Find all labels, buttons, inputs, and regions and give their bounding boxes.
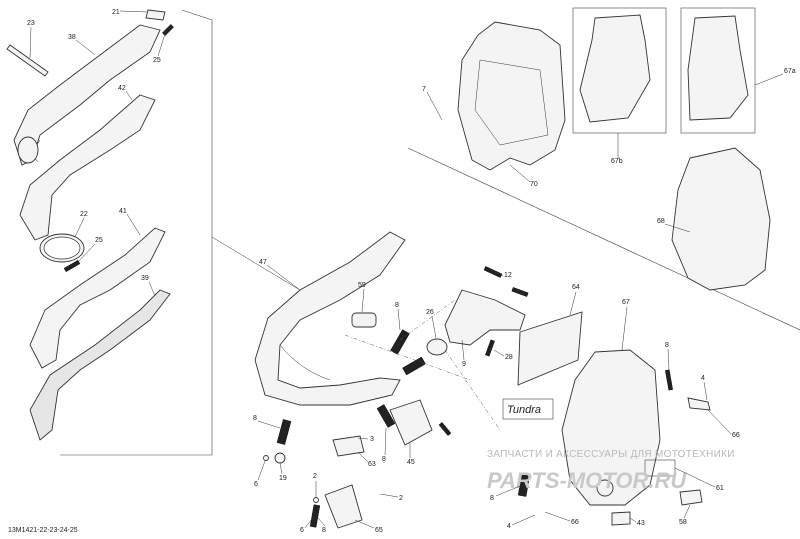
part-41-exhaust-pipe[interactable] (29, 227, 166, 369)
part-43-clip[interactable] (611, 511, 631, 526)
callout-25a[interactable]: 25 (153, 57, 161, 64)
part-19-clip[interactable] (274, 452, 286, 464)
callout-58[interactable]: 58 (679, 519, 687, 526)
part-58-clip[interactable] (679, 489, 703, 506)
callout-47[interactable]: 47 (259, 259, 267, 266)
part-39-exhaust-pipe[interactable] (29, 289, 171, 441)
callout-22[interactable]: 22 (80, 211, 88, 218)
callout-61[interactable]: 61 (716, 485, 724, 492)
part-45-resonator[interactable] (389, 399, 433, 446)
callout-8d[interactable]: 8 (322, 527, 326, 534)
part-66-bracket[interactable] (687, 397, 711, 411)
callout-28[interactable]: 28 (505, 354, 513, 361)
callout-12[interactable]: 12 (504, 272, 512, 279)
callout-2a[interactable]: 2 (313, 473, 317, 480)
right-group-frame (407, 147, 800, 331)
part-67a-insulation[interactable] (687, 15, 749, 121)
watermark-line1: ЗАПЧАСТИ И АКСЕССУАРЫ ДЛЯ МОТОТЕХНИКИ (487, 449, 735, 460)
variant-label-box (502, 398, 554, 420)
callout-26[interactable]: 26 (426, 309, 434, 316)
callout-19[interactable]: 19 (279, 475, 287, 482)
part-42-exhaust-pipe[interactable] (19, 94, 156, 241)
part-25-spring[interactable] (63, 259, 81, 273)
callout-63[interactable]: 63 (368, 461, 376, 468)
callout-3[interactable]: 3 (370, 436, 374, 443)
callouts: 23 38 21 25 42 22 25 41 39 47 59 8 26 12… (27, 9, 796, 534)
part-63-bracket[interactable] (332, 435, 365, 457)
part-21-bracket[interactable] (145, 9, 166, 21)
callout-70[interactable]: 70 (530, 181, 538, 188)
callout-23[interactable]: 23 (27, 20, 35, 27)
part-67b-insulation[interactable] (579, 14, 651, 123)
diagram-code: 13M1421-22-23-24-25 (8, 527, 78, 534)
part-23-rod[interactable] (6, 44, 49, 77)
callout-39[interactable]: 39 (141, 275, 149, 282)
part-26-ring[interactable] (426, 338, 448, 356)
callout-68[interactable]: 68 (657, 218, 665, 225)
callout-8f[interactable]: 8 (490, 495, 494, 502)
callout-7[interactable]: 7 (422, 86, 426, 93)
callout-6a[interactable]: 6 (254, 481, 258, 488)
part-64-heat-shield[interactable] (517, 311, 583, 386)
callout-41[interactable]: 41 (119, 208, 127, 215)
callout-8b[interactable]: 8 (253, 415, 257, 422)
part-59-sleeve[interactable] (351, 312, 377, 328)
part-12-spring[interactable] (483, 266, 503, 278)
callout-38[interactable]: 38 (68, 34, 76, 41)
callout-42[interactable]: 42 (118, 85, 126, 92)
callout-8a[interactable]: 8 (395, 302, 399, 309)
part-8-spring-center[interactable] (390, 329, 410, 355)
callout-59[interactable]: 59 (358, 282, 366, 289)
callout-2b[interactable]: 2 (399, 495, 403, 502)
part-47-exhaust-pipe-assembly[interactable] (254, 231, 406, 406)
watermark-line2: PARTS-MOTOR.RU (487, 468, 687, 493)
callout-67a[interactable]: 67a (784, 68, 796, 75)
part-65-bracket[interactable] (324, 484, 363, 529)
part-67b-frame (572, 7, 667, 134)
callout-66a[interactable]: 66 (732, 432, 740, 439)
callout-25b[interactable]: 25 (95, 237, 103, 244)
callout-8c[interactable]: 8 (382, 456, 386, 463)
callout-9[interactable]: 9 (462, 361, 466, 368)
callout-43[interactable]: 43 (637, 520, 645, 527)
callout-8e[interactable]: 8 (665, 342, 669, 349)
part-9-y-connector[interactable] (444, 289, 526, 346)
part-68-heat-shield[interactable] (671, 147, 771, 291)
part-28-pin[interactable] (485, 339, 495, 357)
part-67a-frame (680, 7, 756, 134)
callout-4a[interactable]: 4 (701, 375, 705, 382)
part-25-spring-top[interactable] (162, 24, 174, 36)
part-70-muffler[interactable] (457, 21, 566, 171)
callout-64[interactable]: 64 (572, 284, 580, 291)
callout-65[interactable]: 65 (375, 527, 383, 534)
part-67-muffler[interactable] (561, 349, 661, 506)
variant-label: Tundra (507, 404, 541, 416)
callout-6b[interactable]: 6 (300, 527, 304, 534)
callout-45[interactable]: 45 (407, 459, 415, 466)
left-group-frame (60, 9, 213, 456)
callout-21[interactable]: 21 (112, 9, 120, 16)
callout-66b[interactable]: 66 (571, 519, 579, 526)
callout-67b[interactable]: 67b (611, 158, 623, 165)
callout-4b[interactable]: 4 (507, 523, 511, 530)
callout-67[interactable]: 67 (622, 299, 630, 306)
